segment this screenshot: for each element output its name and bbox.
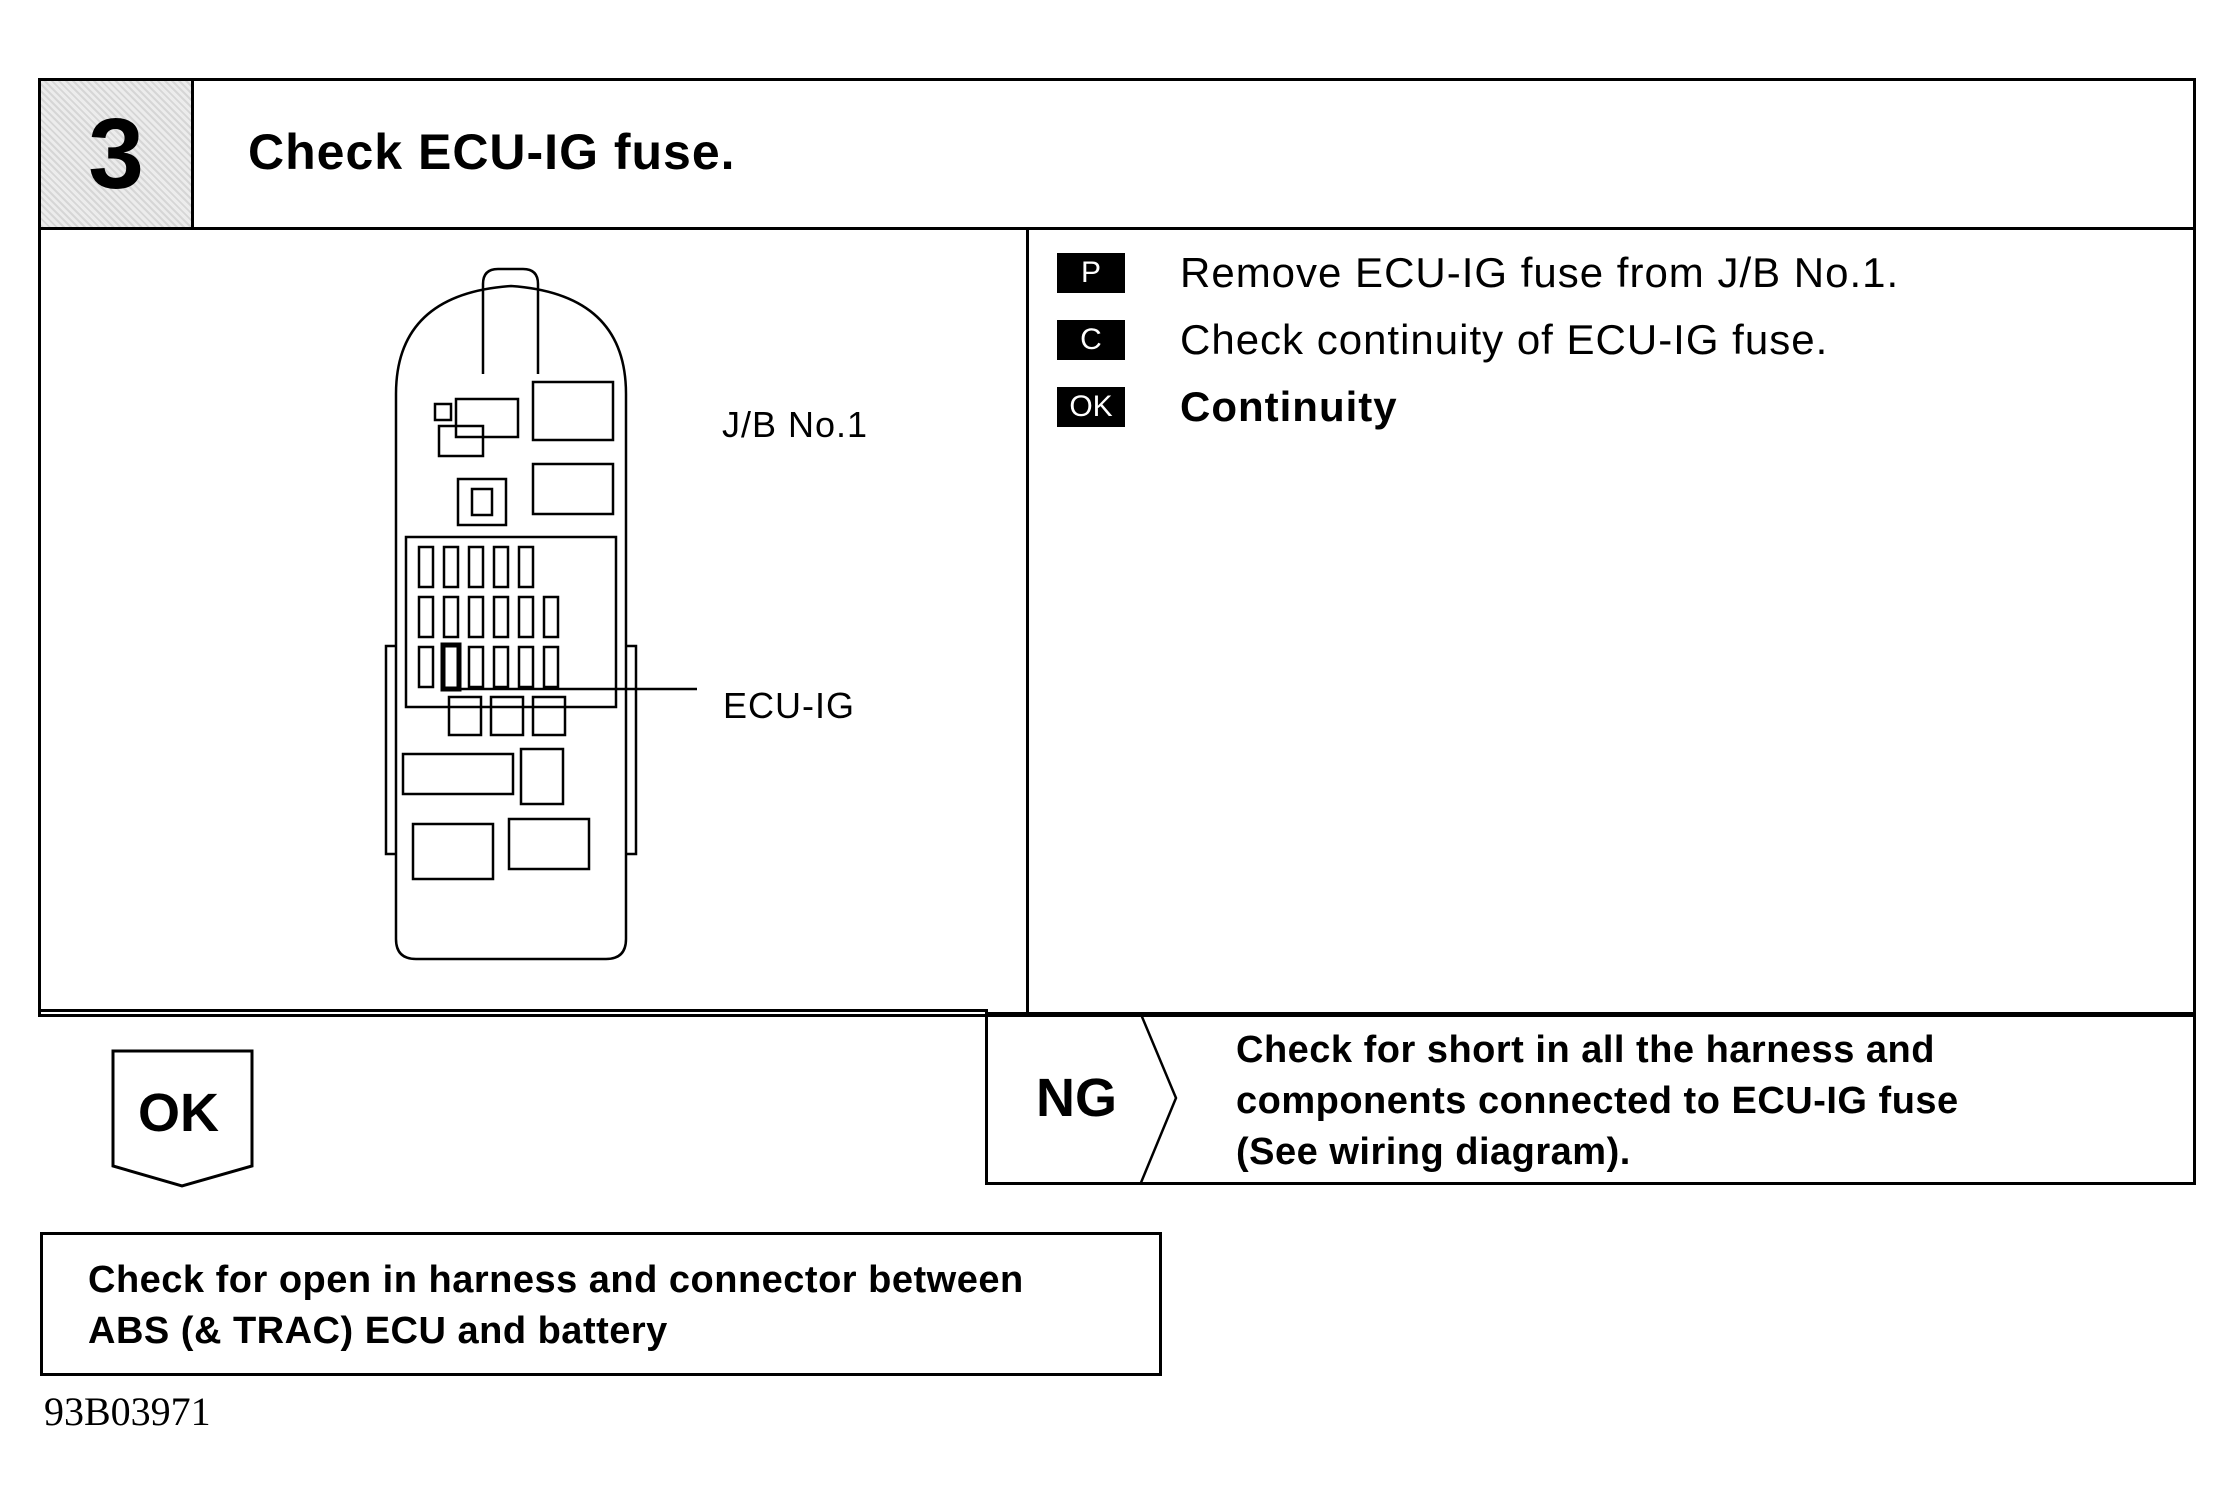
main-panel: J/B No.1 ECU-IG P Remove ECU-IG fuse fro… xyxy=(38,227,2196,1017)
ng-line: (See wiring diagram). xyxy=(1236,1131,1631,1173)
result-line: ABS (& TRAC) ECU and battery xyxy=(88,1310,668,1352)
step-title: Check ECU-IG fuse. xyxy=(248,124,736,180)
ng-arrow-icon xyxy=(1138,1012,1178,1185)
junction-block-diagram xyxy=(384,267,697,961)
step-number-cell: 3 xyxy=(41,81,194,227)
step-text: Check continuity of ECU-IG fuse. xyxy=(1180,316,1829,363)
step-number: 3 xyxy=(88,98,144,210)
step-remove: P Remove ECU-IG fuse from J/B No.1. xyxy=(1057,249,1899,297)
step-check: C Check continuity of ECU-IG fuse. xyxy=(1057,316,1828,364)
ecu-ig-fuse xyxy=(440,642,462,692)
step-text: Remove ECU-IG fuse from J/B No.1. xyxy=(1180,249,1900,296)
diagram-bottom-border xyxy=(38,1009,988,1012)
step-header: 3 Check ECU-IG fuse. xyxy=(38,78,2196,230)
ng-label: NG xyxy=(1036,1068,1117,1128)
fuse-label: ECU-IG xyxy=(723,685,855,726)
result-instructions: Check for open in harness and connector … xyxy=(88,1255,1024,1357)
figure-code: 93B03971 xyxy=(44,1389,211,1434)
result-line: Check for open in harness and connector … xyxy=(88,1259,1024,1301)
ng-line: Check for short in all the harness and xyxy=(1236,1029,1935,1071)
step-text: Continuity xyxy=(1180,383,1398,430)
jb-label: J/B No.1 xyxy=(722,404,869,445)
ng-line: components connected to ECU-IG fuse xyxy=(1236,1080,1959,1122)
panel-divider xyxy=(1026,227,1029,1014)
step-ok-criteria: OK Continuity xyxy=(1057,383,1398,431)
ok-label: OK xyxy=(138,1083,219,1143)
badge-p: P xyxy=(1057,253,1125,293)
badge-c: C xyxy=(1057,320,1125,360)
ok-result-box: Check for open in harness and connector … xyxy=(40,1232,1162,1376)
ng-result-box: NG Check for short in all the harness an… xyxy=(985,1012,2196,1185)
ng-instructions: Check for short in all the harness and c… xyxy=(1236,1025,1959,1178)
badge-ok: OK xyxy=(1057,387,1125,427)
ok-arrow-icon xyxy=(111,1049,254,1188)
